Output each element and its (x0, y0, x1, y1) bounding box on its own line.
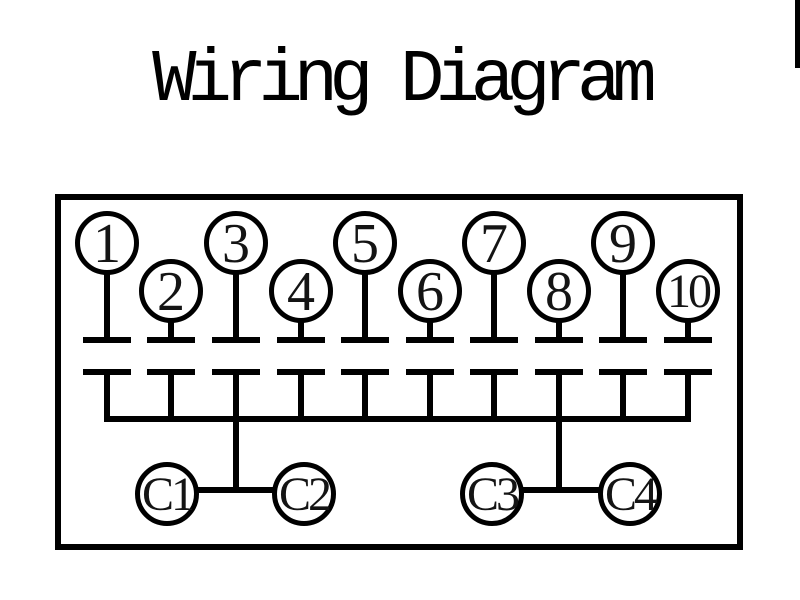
pin-label: 8 (545, 261, 573, 323)
pin-label: 6 (416, 261, 444, 323)
pin-label: 4 (287, 261, 315, 323)
branch-line-left (233, 416, 239, 493)
pin-circle-8: 8 (527, 259, 591, 323)
pin-circle-1: 1 (75, 211, 139, 275)
top-right-edge-bar (795, 0, 800, 68)
connector-label: C1 (141, 468, 195, 521)
panel-outline (55, 194, 743, 550)
pin-circle-2: 2 (139, 259, 203, 323)
pin-circle-5: 5 (333, 211, 397, 275)
pin-2-lower-stem (168, 375, 174, 422)
pin-label: 10 (667, 265, 712, 318)
pin-label: 1 (93, 213, 121, 275)
capacitor-9-top-plate (599, 337, 647, 343)
capacitor-8-bottom-plate (535, 369, 583, 375)
connector-link-left (167, 487, 304, 493)
capacitor-8-top-plate (535, 337, 583, 343)
connector-label: C3 (466, 468, 520, 521)
pin-circle-9: 9 (591, 211, 655, 275)
pin-circle-6: 6 (398, 259, 462, 323)
branch-line-right (556, 416, 562, 493)
connector-circle-c2: C2 (272, 462, 336, 526)
capacitor-4-bottom-plate (277, 369, 325, 375)
capacitor-3-top-plate (212, 337, 260, 343)
pin-1-upper-stem (104, 243, 110, 343)
pin-circle-7: 7 (462, 211, 526, 275)
pin-5-upper-stem (362, 243, 368, 343)
pin-circle-3: 3 (204, 211, 268, 275)
capacitor-7-top-plate (470, 337, 518, 343)
pin-label: 3 (222, 213, 250, 275)
pin-5-lower-stem (362, 375, 368, 422)
capacitor-6-top-plate (406, 337, 454, 343)
capacitor-5-top-plate (341, 337, 389, 343)
capacitor-2-bottom-plate (147, 369, 195, 375)
capacitor-10-bottom-plate (664, 369, 712, 375)
pin-circle-4: 4 (269, 259, 333, 323)
capacitor-3-bottom-plate (212, 369, 260, 375)
capacitor-10-top-plate (664, 337, 712, 343)
connector-label: C4 (604, 468, 658, 521)
capacitor-2-top-plate (147, 337, 195, 343)
capacitor-1-top-plate (83, 337, 131, 343)
pin-9-upper-stem (620, 243, 626, 343)
page-title: Wiring Diagram (152, 39, 657, 123)
pin-1-lower-stem (104, 375, 110, 422)
capacitor-4-top-plate (277, 337, 325, 343)
pin-9-lower-stem (620, 375, 626, 422)
connector-circle-c4: C4 (598, 462, 662, 526)
connector-label: C2 (278, 468, 332, 521)
connector-link-right (492, 487, 630, 493)
pin-10-lower-stem (685, 375, 691, 422)
pin-7-upper-stem (491, 243, 497, 343)
pin-4-lower-stem (298, 375, 304, 422)
capacitor-5-bottom-plate (341, 369, 389, 375)
capacitor-7-bottom-plate (470, 369, 518, 375)
bus-line (104, 416, 691, 422)
pin-label: 7 (480, 213, 508, 275)
pin-label: 9 (609, 213, 637, 275)
capacitor-6-bottom-plate (406, 369, 454, 375)
capacitor-9-bottom-plate (599, 369, 647, 375)
pin-8-lower-stem (556, 375, 562, 422)
connector-circle-c1: C1 (135, 462, 199, 526)
pin-label: 2 (157, 261, 185, 323)
pin-3-lower-stem (233, 375, 239, 422)
connector-circle-c3: C3 (460, 462, 524, 526)
pin-7-lower-stem (491, 375, 497, 422)
pin-label: 5 (351, 213, 379, 275)
pin-circle-10: 10 (656, 259, 720, 323)
pin-3-upper-stem (233, 243, 239, 343)
pin-6-lower-stem (427, 375, 433, 422)
capacitor-1-bottom-plate (83, 369, 131, 375)
